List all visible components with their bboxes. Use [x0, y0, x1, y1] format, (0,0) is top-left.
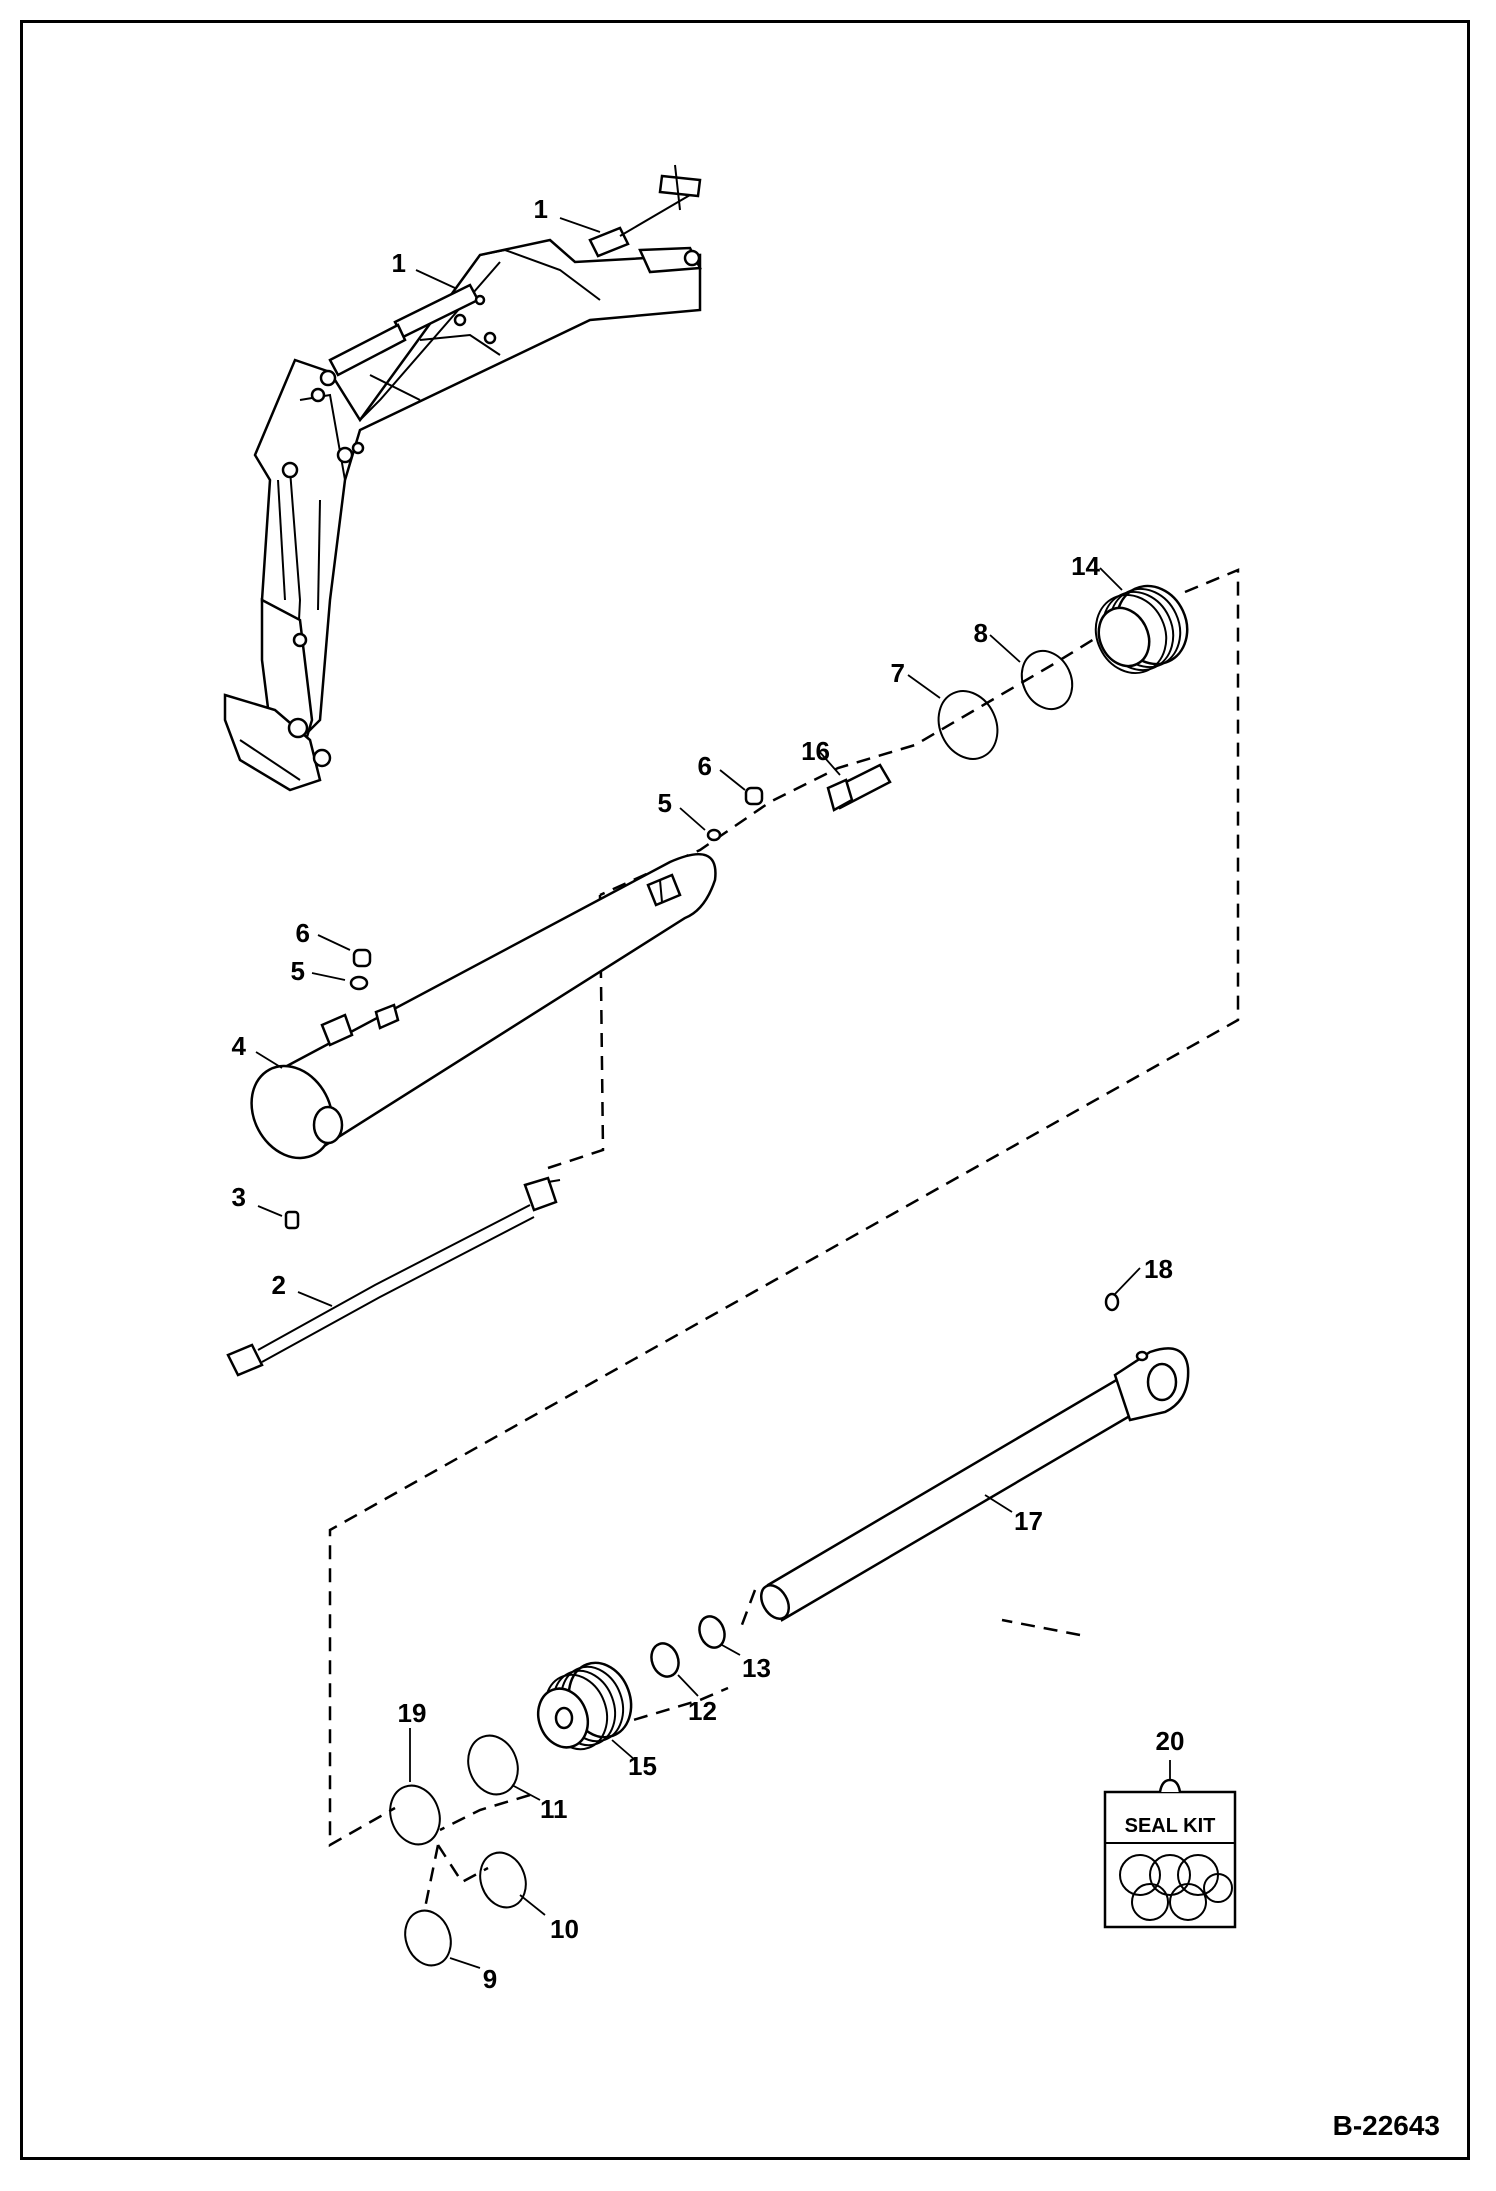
cylinder-rod: [760, 1347, 1190, 1622]
callout-7: 7: [891, 658, 905, 688]
callout-10: 10: [550, 1914, 579, 1944]
callout-5b: 5: [658, 788, 672, 818]
o-rings-upper: [937, 649, 1074, 760]
hydraulic-tube: [226, 1176, 561, 1377]
o-rings-piston: [389, 1734, 527, 1967]
callout-4: 4: [232, 1031, 247, 1061]
callout-leaders: [255, 217, 1171, 1969]
callout-14: 14: [1071, 551, 1100, 581]
callout-6a: 6: [296, 918, 310, 948]
drawing-number: B-22643: [1333, 2110, 1440, 2141]
assembly-guide-lines: [328, 568, 1240, 1909]
callout-11: 11: [540, 1794, 568, 1824]
fittings: [284, 786, 764, 1230]
callout-19: 19: [398, 1698, 427, 1728]
callout-5a: 5: [291, 956, 305, 986]
seal-kit-label: SEAL KIT: [1125, 1815, 1216, 1837]
callout-2: 2: [272, 1270, 286, 1300]
callout-17: 17: [1014, 1506, 1043, 1536]
callout-numbers: 1 1 2 3 4 5 6 5 6 16 7 8 14 18 17 13 12 …: [232, 194, 1185, 1994]
o-rings-rod: [650, 1615, 726, 1678]
callout-9: 9: [483, 1964, 497, 1994]
callout-8: 8: [974, 618, 988, 648]
callout-18: 18: [1144, 1254, 1173, 1284]
backhoe-arm-illustration: [223, 164, 702, 792]
callout-12: 12: [688, 1696, 717, 1726]
callout-3: 3: [232, 1182, 246, 1212]
callout-6b: 6: [698, 751, 712, 781]
cylinder-head: [1094, 584, 1189, 674]
callout-1b: 1: [392, 248, 406, 278]
bolt: [826, 763, 892, 812]
callout-1a: 1: [534, 194, 548, 224]
piston: [536, 1661, 633, 1751]
wiper-seal: [1104, 1292, 1120, 1312]
callout-15: 15: [628, 1751, 657, 1781]
callout-13: 13: [742, 1653, 771, 1683]
cylinder-barrel: [250, 852, 717, 1160]
seal-kit-illustration: SEAL KIT: [1103, 1778, 1237, 1929]
callout-20: 20: [1156, 1726, 1185, 1756]
callout-16: 16: [801, 736, 830, 766]
